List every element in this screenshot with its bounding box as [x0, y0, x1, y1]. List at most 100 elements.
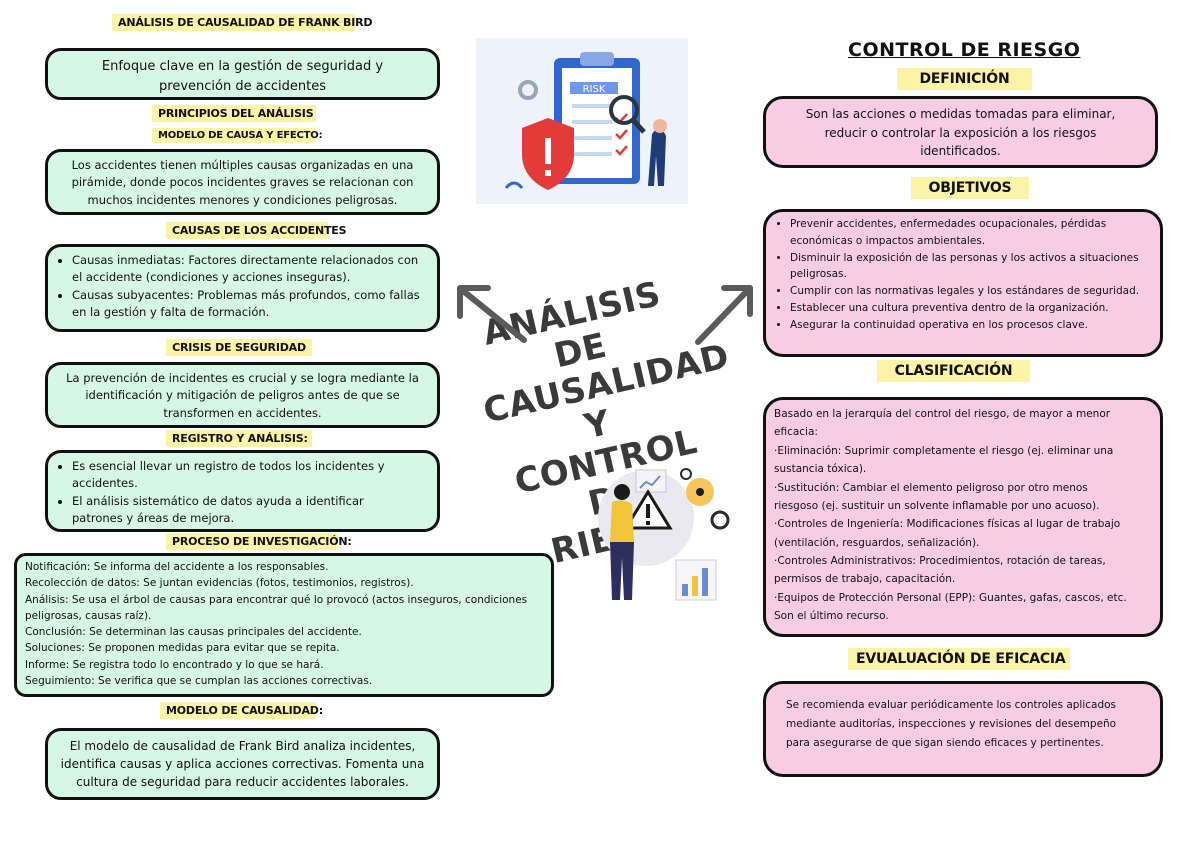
clasificacion-line: ·Controles Administrativos: Procedimient…: [774, 555, 1106, 567]
causalidad-line: identifica causas y aplica acciones corr…: [60, 757, 425, 771]
objetivo-item: Asegurar la continuidad operativa en los…: [790, 317, 1152, 334]
control-riesgo-title: CONTROL DE RIESGO: [848, 39, 1081, 61]
objetivo-item: Establecer una cultura preventiva dentro…: [790, 300, 1152, 317]
person-legs: [610, 542, 634, 600]
risk-clipboard-illustration: RISK: [476, 38, 688, 204]
eficacia-line: para asegurarse de que sigan siendo efic…: [786, 736, 1104, 749]
clasificacion-line: sustancia tóxica).: [774, 463, 867, 476]
registro-box: Es esencial llevar un registro de todos …: [45, 450, 440, 532]
causalidad-box: El modelo de causalidad de Frank Bird an…: [45, 728, 440, 800]
clasificacion-line: Basado en la jerarquía del control del r…: [774, 408, 1111, 420]
definicion-box: Son las acciones o medidas tomadas para …: [763, 96, 1158, 168]
right-arrow-shaft: [695, 287, 751, 345]
crisis-line: transformen en accidentes.: [163, 405, 322, 420]
paper-line: [572, 104, 612, 108]
paper-line: [572, 136, 612, 140]
proceso-box: Notificación: Se informa del accidente a…: [14, 553, 554, 697]
clasificacion-line: ·Equipos de Protección Personal (EPP): G…: [774, 591, 1127, 604]
registro-item: El análisis sistemático de datos ayuda a…: [72, 493, 429, 528]
objetivo-item: Prevenir accidentes, enfermedades ocupac…: [790, 216, 1152, 250]
crisis-label: CRISIS DE SEGURIDAD: [166, 339, 312, 356]
proceso-line: Análisis: Se usa el árbol de causas para…: [25, 593, 528, 606]
left-arrow-shaft: [459, 287, 527, 343]
clasificacion-line: Son el último recurso.: [774, 610, 889, 623]
clasificacion-line: riesgoso (ej. sustituir un solvente infl…: [774, 499, 1100, 512]
modelo-line: Los accidentes tienen múltiples causas o…: [71, 158, 414, 172]
modelo-causa-box: Los accidentes tienen múltiples causas o…: [45, 149, 440, 215]
paper-line: [572, 120, 612, 124]
principios-label: PRINCIPIOS DEL ANÁLISIS: [152, 105, 316, 122]
proceso-line: Soluciones: Se proponen medidas para evi…: [25, 642, 340, 655]
chart-line: [639, 475, 661, 489]
registro-item: Es esencial llevar un registro de todos …: [72, 458, 429, 493]
registro-label: REGISTRO Y ANÁLISIS:: [166, 430, 312, 447]
crisis-line: La prevención de incidentes es crucial y…: [66, 371, 419, 385]
objetivos-label: OBJETIVOS: [911, 177, 1029, 199]
check-icon: [615, 145, 628, 156]
frank-bird-header: ANÁLISIS DE CAUSALIDAD DE FRANK BIRD: [112, 14, 373, 31]
magnifier-handle: [631, 118, 646, 134]
right-arrow: [695, 285, 753, 345]
modelo-line: muchos incidentes menores y condiciones …: [87, 192, 398, 207]
gear-icon: [680, 468, 692, 480]
gear-icon: [710, 510, 730, 530]
proceso-label: PROCESO DE INVESTIGACIÓN:: [166, 533, 352, 550]
bar: [682, 584, 688, 596]
clasificacion-box: Basado en la jerarquía del control del r…: [763, 397, 1163, 637]
clasificacion-line: ·Controles de Ingeniería: Modificaciones…: [774, 518, 1121, 531]
bar: [702, 568, 708, 596]
causalidad-label: MODELO DE CAUSALIDAD:: [160, 702, 323, 719]
clasificacion-line: ·Eliminación: Suprimir completamente el …: [774, 444, 1114, 457]
causalidad-line: El modelo de causalidad de Frank Bird an…: [69, 739, 416, 753]
person-jacket: [610, 500, 634, 542]
proceso-line: Conclusión: Se determinan las causas pri…: [25, 626, 362, 639]
clasificacion-line: ·Sustitución: Cambiar el elemento peligr…: [774, 481, 1088, 494]
objetivo-item: Cumplir con las normativas legales y los…: [790, 283, 1152, 300]
causa-item: Causas inmediatas: Factores directamente…: [72, 252, 429, 287]
proceso-line: Seguimiento: Se verifica que se cumplan …: [25, 674, 373, 687]
clasificacion-line: permisos de trabajo, capacitación.: [774, 573, 956, 586]
radiation-center: [696, 488, 704, 496]
left-arrow: [457, 285, 527, 343]
definicion-label: DEFINICIÓN: [897, 68, 1032, 90]
gear-icon: [518, 80, 538, 100]
eficacia-label: EVUALUACIÓN DE EFICACIA: [848, 648, 1070, 670]
chart-card: [635, 469, 667, 493]
right-arrow-head: [721, 285, 753, 317]
eficacia-line: Se recomienda evaluar periódicamente los…: [786, 699, 1117, 711]
proceso-line: peligrosas, causas raíz).: [25, 609, 152, 622]
modelo-line: pirámide, donde pocos incidentes graves …: [71, 175, 414, 190]
objetivos-box: Prevenir accidentes, enfermedades ocupac…: [763, 209, 1163, 357]
definicion-line: Son las acciones o medidas tomadas para …: [805, 107, 1116, 121]
plant-icon: [504, 181, 524, 189]
modelo-causa-label: MODELO DE CAUSA Y EFECTO:: [152, 128, 323, 143]
clasificacion-label: CLASIFICACIÓN: [877, 360, 1030, 382]
definicion-line: identificados.: [920, 144, 1001, 159]
risk-text: RISK: [583, 84, 606, 95]
causalidad-line: cultura de seguridad para reducir accide…: [76, 775, 409, 789]
check-icon: [615, 129, 628, 140]
crisis-box: La prevención de incidentes es crucial y…: [45, 362, 440, 428]
clasificacion-line: eficacia:: [774, 426, 818, 439]
intro-line: Enfoque clave en la gestión de seguridad…: [101, 59, 384, 74]
causas-label: CAUSAS DE LOS ACCIDENTES: [166, 222, 347, 239]
definicion-line: reducir o controlar la exposición a los …: [824, 125, 1097, 140]
shield-exclamation-dot: [545, 170, 551, 176]
proceso-line: Notificación: Se informa del accidente a…: [25, 561, 329, 573]
causa-item: Causas subyacentes: Problemas más profun…: [72, 287, 429, 322]
intro-line: prevención de accidentes: [159, 78, 326, 94]
crisis-line: identificación y mitigación de peligros …: [85, 388, 400, 403]
person-head: [653, 119, 667, 133]
clipboard-clip: [580, 52, 614, 66]
eficacia-line: mediante auditorías, inspecciones y revi…: [786, 717, 1117, 730]
warning-person-illustration: [598, 468, 730, 601]
risk-tag: [570, 82, 618, 94]
left-arrow-head: [457, 285, 491, 319]
proceso-line: Recolección de datos: Se juntan evidenci…: [25, 577, 414, 590]
person-head: [614, 484, 630, 500]
magnifier-icon: [609, 95, 639, 125]
intro-box: Enfoque clave en la gestión de seguridad…: [45, 48, 440, 100]
clasificacion-line: (ventilación, resguardos, señalización).: [774, 536, 980, 549]
eficacia-box: Se recomienda evaluar periódicamente los…: [763, 681, 1163, 777]
shield-exclamation: [545, 138, 551, 164]
